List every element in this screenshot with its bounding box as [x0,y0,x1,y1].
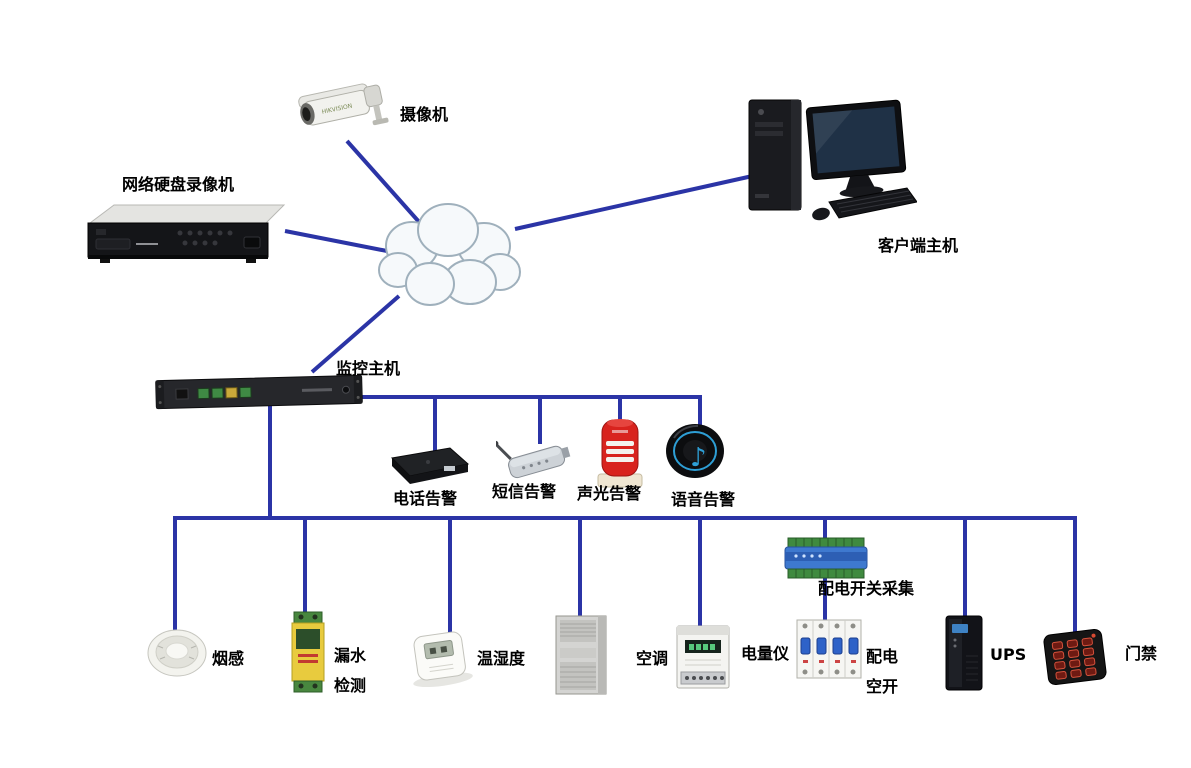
sms-alarm-node [493,426,578,488]
temp-humidity-icon [413,631,473,688]
sms-alarm-label: 短信告警 [492,482,557,501]
breaker-label-line2: 空开 [866,677,899,696]
camera-icon: HIKVISION [298,83,389,126]
power-meter-label: 电量仪 [741,644,790,663]
power-meter-node [670,624,736,698]
phone-alarm-node [384,440,474,494]
ups-icon [945,615,983,691]
smoke-sensor-icon [147,629,207,677]
music-note-icon: ♪ [690,443,707,473]
sound-light-alarm-icon [597,419,643,488]
dist-breaker-label: 配电空开 [866,642,898,702]
dist-switch-collector-label: 配电开关采集 [818,579,915,598]
monitor-host-icon [155,374,363,410]
leak-label-line1: 漏水 [334,646,367,665]
temp-humidity-node [400,628,480,694]
power-meter-icon [676,625,730,689]
voice-alarm-label: 语音告警 [671,490,736,509]
voice-alarm-node: ♪ [664,422,730,488]
camera-label: 摄像机 [400,105,449,124]
desktop-computer-icon [748,99,918,221]
leak-label-line2: 检测 [334,676,367,695]
breaker-label-line1: 配电 [866,647,899,666]
network-cloud [366,190,530,318]
nvr-label: 网络硬盘录像机 [122,175,235,194]
ups-label: UPS [990,645,1027,664]
dist-breaker-node [792,616,866,686]
air-conditioner-label: 空调 [636,649,669,668]
access-control-icon [1043,628,1107,686]
dist-switch-collector-icon [784,537,868,579]
sms-alarm-icon [493,440,571,479]
sound-light-alarm-node [590,414,650,494]
air-conditioner-icon [555,615,607,695]
dist-breaker-icon [796,619,862,679]
leak-detector-label: 漏水检测 [334,641,366,701]
leak-detector-node [287,610,329,698]
cloud-icon [378,203,521,306]
connection-lines [173,139,1077,638]
monitor-host-label: 监控主机 [336,359,401,378]
monitor-host-node [152,366,367,422]
sound-light-alarm-label: 声光告警 [577,484,642,503]
temp-humidity-label: 温湿度 [477,649,526,668]
client-host-node [745,90,918,236]
client-host-label: 客户端主机 [878,236,959,255]
access-control-label: 门禁 [1125,644,1158,663]
ups-node [940,614,988,698]
nvr-icon [87,204,286,263]
access-control-node [1040,624,1110,694]
air-conditioner-node [550,614,616,704]
dist-switch-collector-node [782,536,872,584]
voice-alarm-icon: ♪ [666,424,724,478]
phone-alarm-label: 电话告警 [393,489,458,508]
nvr-node [80,195,290,277]
smoke-sensor-node [146,626,208,684]
leak-detector-icon [291,611,325,693]
phone-alarm-icon [390,447,470,484]
smoke-sensor-label: 烟感 [212,649,245,668]
camera-node: HIKVISION [293,76,401,146]
